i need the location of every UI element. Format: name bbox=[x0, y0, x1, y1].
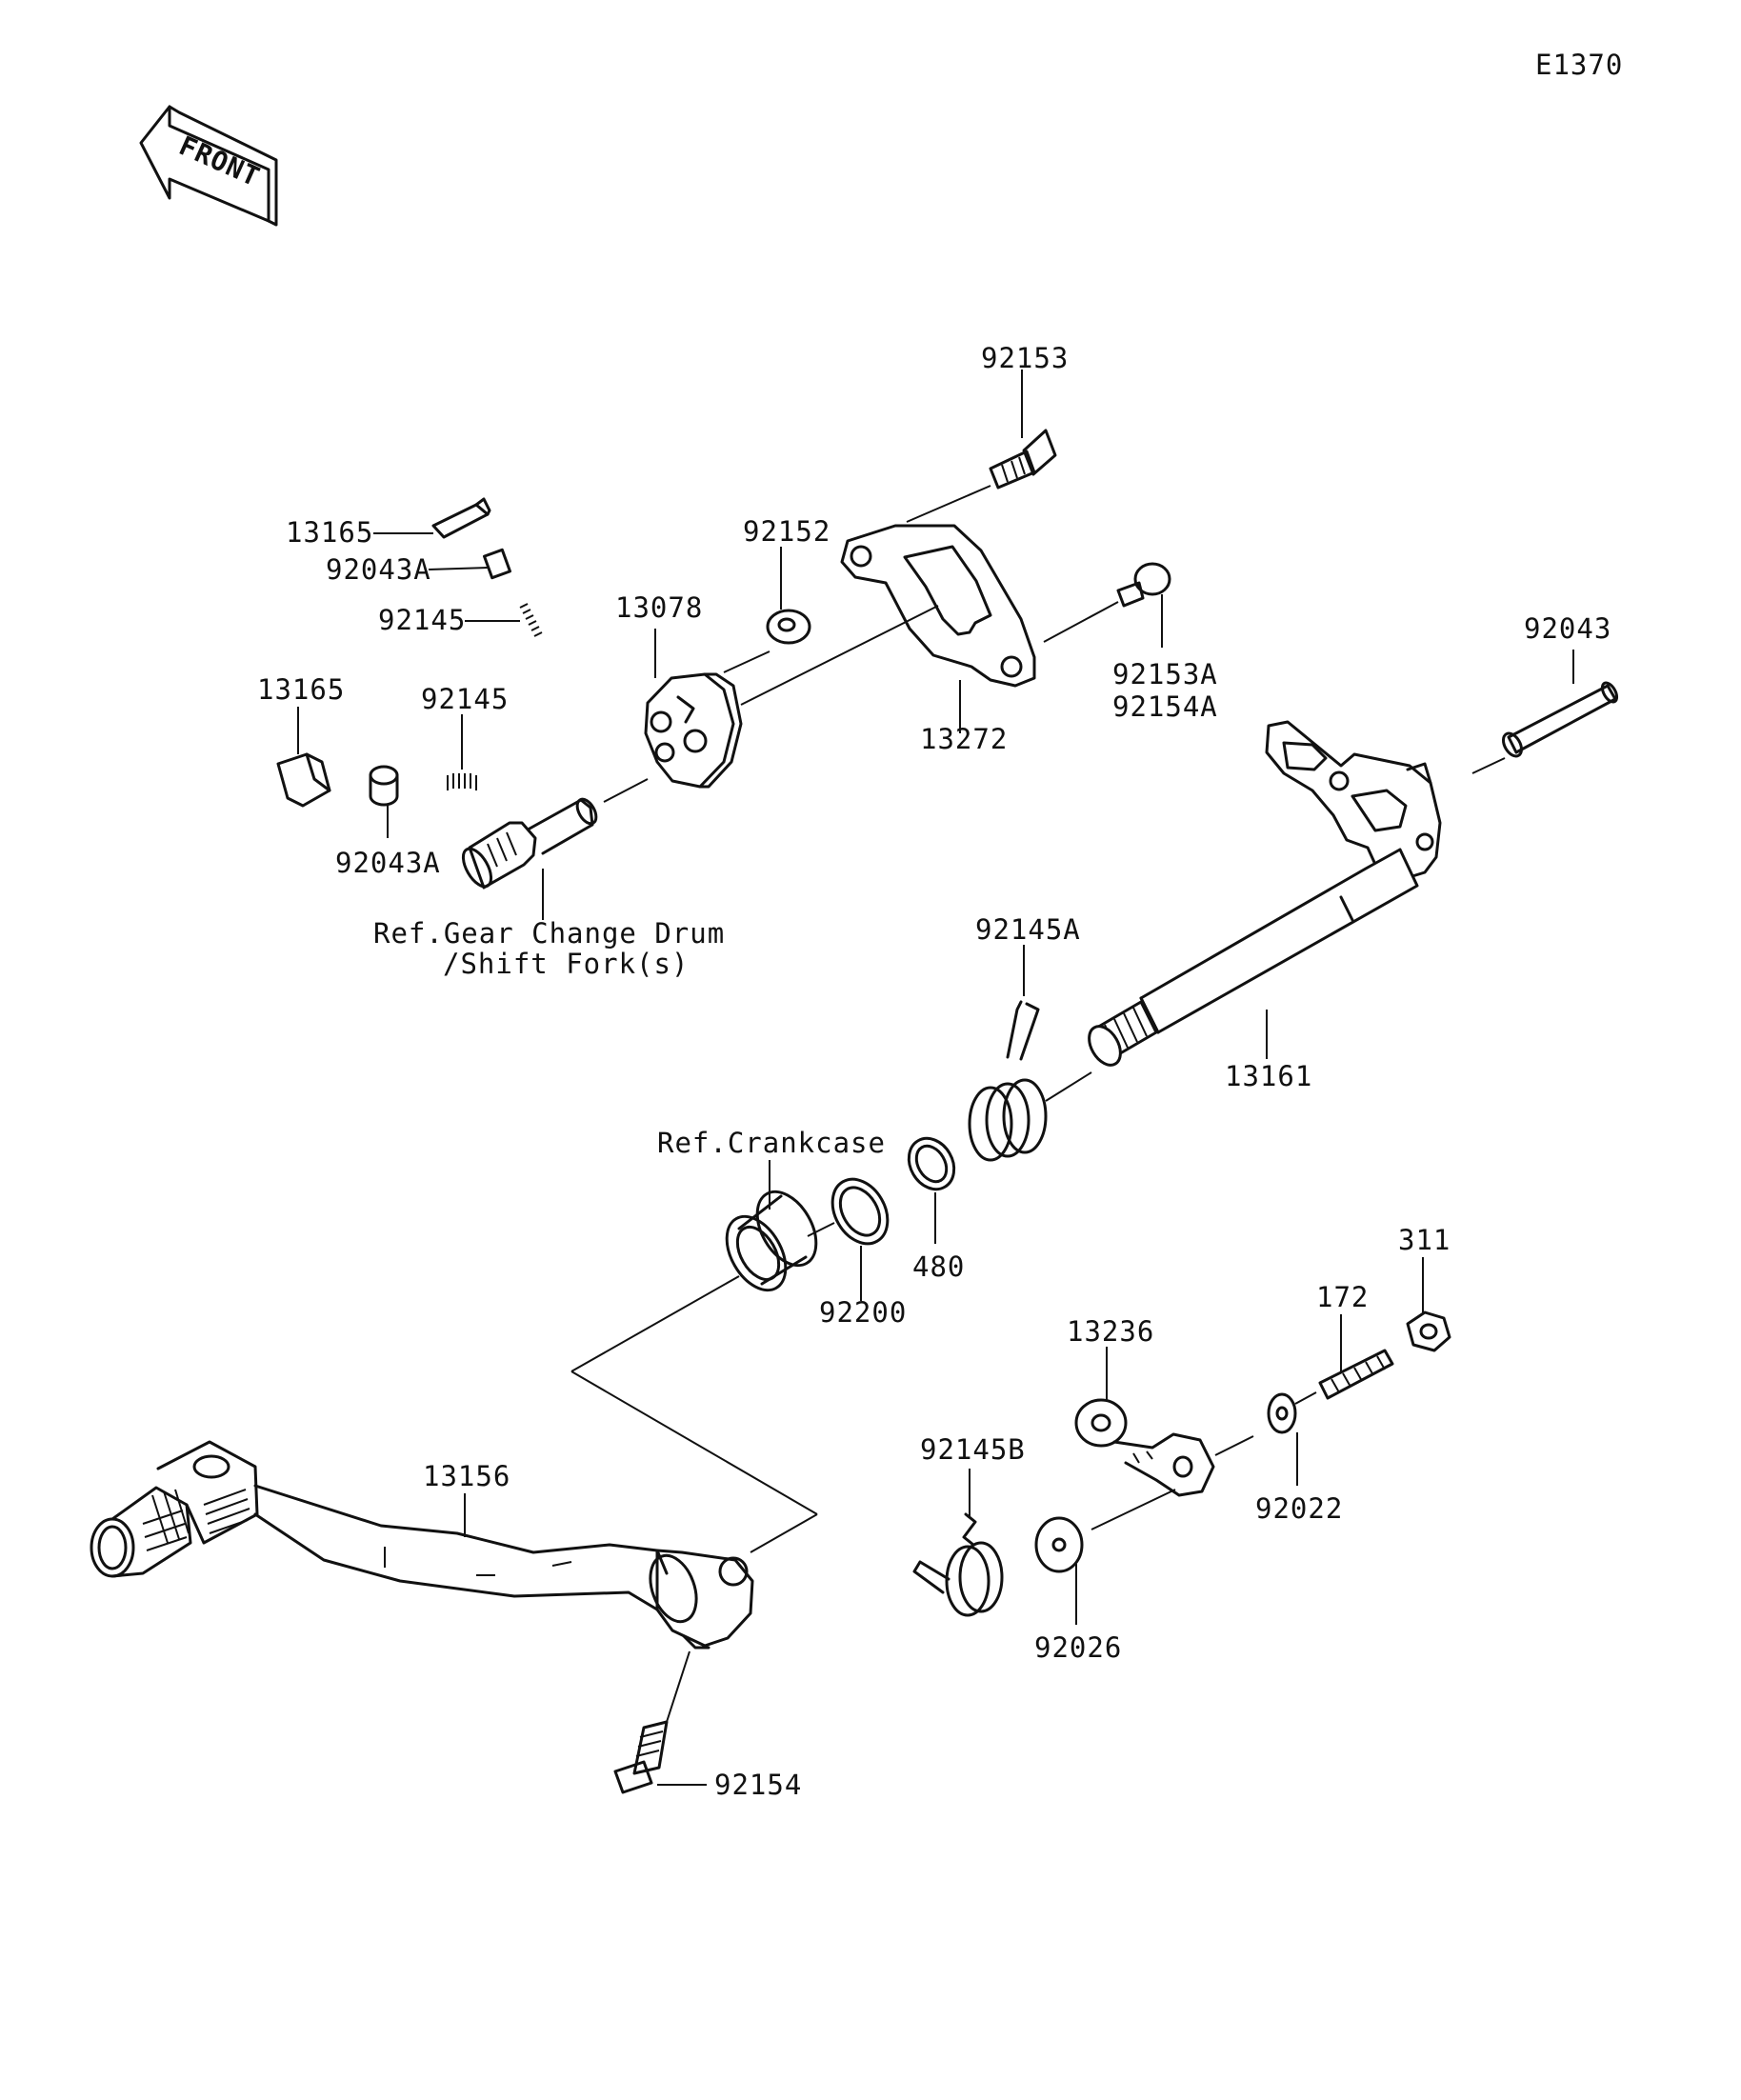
label-13078: 13078 bbox=[615, 591, 703, 624]
label-311: 311 bbox=[1398, 1224, 1451, 1256]
label-172: 172 bbox=[1316, 1281, 1369, 1313]
bolt-172-icon bbox=[1318, 1349, 1394, 1400]
label-92153A: 92153A bbox=[1112, 658, 1218, 690]
pin-92043-icon bbox=[1502, 681, 1619, 758]
diagram-code: E1370 bbox=[1535, 49, 1623, 81]
washer-92026-icon bbox=[1034, 1516, 1084, 1573]
spring-92145B-icon bbox=[912, 1512, 1004, 1617]
label-92022: 92022 bbox=[1255, 1492, 1343, 1525]
label-92145A: 92145A bbox=[975, 913, 1081, 946]
label-92154A: 92154A bbox=[1112, 690, 1218, 723]
ref-gear-change-drum-line2: /Shift Fork(s) bbox=[443, 948, 689, 980]
shift-shaft-13161-icon bbox=[1088, 720, 1442, 1067]
label-92153: 92153 bbox=[981, 342, 1069, 374]
bolt-92153A-icon bbox=[1116, 562, 1171, 608]
label-480: 480 bbox=[912, 1250, 965, 1283]
bolt-92153-icon bbox=[989, 429, 1057, 490]
front-arrow-icon: FRONT bbox=[139, 105, 278, 227]
circlip-480-icon bbox=[907, 1136, 956, 1191]
label-92043: 92043 bbox=[1524, 612, 1611, 645]
label-13165-top: 13165 bbox=[286, 516, 373, 549]
pin-92043A-top-icon bbox=[482, 548, 512, 580]
spring-92145A-icon bbox=[968, 1000, 1048, 1162]
oil-seal-icon bbox=[725, 1190, 818, 1292]
label-92154: 92154 bbox=[714, 1769, 802, 1801]
holder-13078-icon bbox=[644, 672, 743, 789]
plate-13272-icon bbox=[840, 524, 1036, 688]
label-13156: 13156 bbox=[423, 1460, 510, 1492]
bolt-92154-icon bbox=[613, 1720, 669, 1794]
ref-crankcase-label: Ref.Crankcase bbox=[657, 1127, 886, 1159]
label-13165-left: 13165 bbox=[257, 673, 345, 706]
pin-92043A-mid-icon bbox=[369, 765, 399, 807]
label-92152: 92152 bbox=[743, 515, 830, 548]
washer-92200-icon bbox=[830, 1177, 890, 1246]
washer-92152-icon bbox=[766, 609, 811, 645]
label-92145-top: 92145 bbox=[378, 604, 466, 636]
lever-13165-top-icon bbox=[431, 497, 491, 539]
label-13161: 13161 bbox=[1225, 1060, 1312, 1092]
label-92145-mid: 92145 bbox=[421, 683, 509, 715]
label-13236: 13236 bbox=[1067, 1315, 1154, 1348]
label-13272: 13272 bbox=[920, 723, 1008, 755]
nut-311-icon bbox=[1406, 1310, 1451, 1352]
spring-92145-mid-icon bbox=[447, 773, 477, 790]
label-92043A-mid: 92043A bbox=[335, 847, 441, 879]
lever-13165-left-icon bbox=[276, 752, 331, 808]
label-92200: 92200 bbox=[819, 1296, 907, 1329]
spring-92145-top-icon bbox=[519, 603, 543, 637]
label-92145B: 92145B bbox=[920, 1433, 1026, 1466]
label-92043A-top: 92043A bbox=[326, 553, 431, 586]
washer-92022-icon bbox=[1267, 1392, 1297, 1434]
shift-pedal-13156-icon bbox=[90, 1440, 754, 1650]
link-arm-13236-icon bbox=[1074, 1398, 1215, 1497]
label-92026: 92026 bbox=[1034, 1631, 1122, 1664]
ref-gear-change-drum-line1: Ref.Gear Change Drum bbox=[373, 917, 725, 950]
drum-shaft-icon bbox=[461, 797, 598, 890]
front-arrow-label: FRONT bbox=[174, 130, 265, 192]
